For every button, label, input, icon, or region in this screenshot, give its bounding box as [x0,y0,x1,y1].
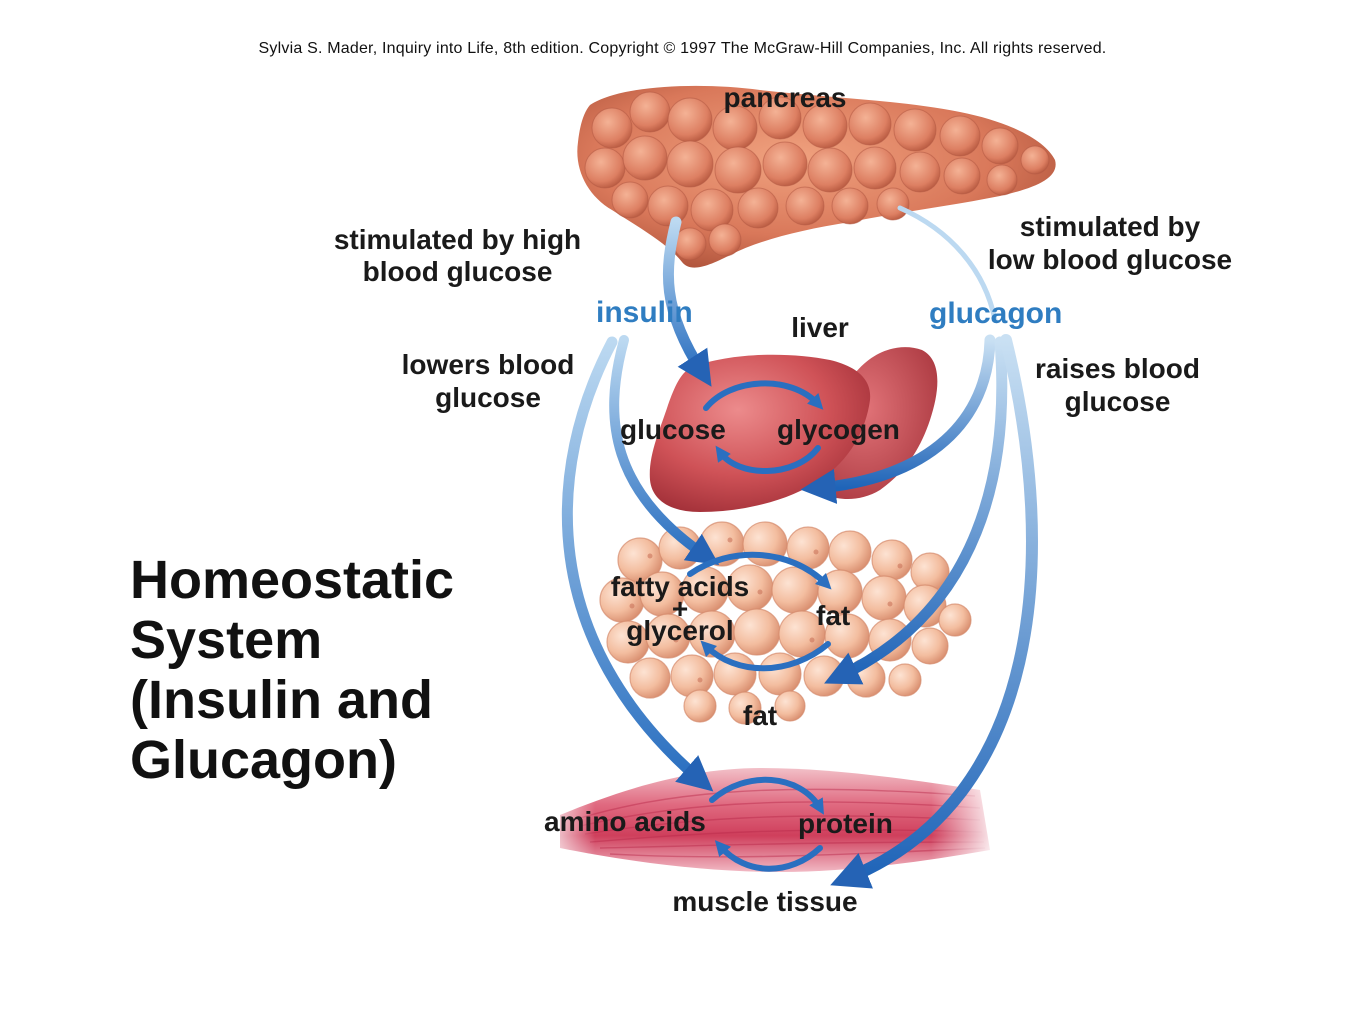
muscle-tissue-illustration [540,760,1000,880]
glucose-label: glucose [620,414,726,445]
muscle-cycle-arrows [709,776,824,872]
fat-label: fat [742,700,778,731]
liver-label: liver [791,312,849,343]
fatty-acids-glycerol-label: fatty acids + glycerol [610,571,750,646]
insulin-label: insulin [596,296,693,329]
muscle-tissue-label: muscle tissue [672,886,858,917]
pancreas-label: pancreas [723,82,847,113]
fat-product-label: fat [816,600,851,631]
glucagon-pathway-arrows [800,205,1038,889]
glycogen-label: glycogen [777,414,900,445]
copyright-notice: Sylvia S. Mader, Inquiry into Life, 8th … [258,40,1107,57]
amino-acids-label: amino acids [544,806,706,837]
liver-cycle-arrows [703,380,824,474]
fat-cycle-arrows [687,551,832,672]
pancreas-illustration [577,85,1056,268]
glucagon-label: glucagon [929,297,1063,330]
diagram-title: Homeostatic System (Insulin and Glucagon… [130,550,455,790]
insulin-pathway-arrows [561,216,720,792]
fat-tissue-illustration [599,521,972,725]
protein-label: protein [798,808,893,839]
